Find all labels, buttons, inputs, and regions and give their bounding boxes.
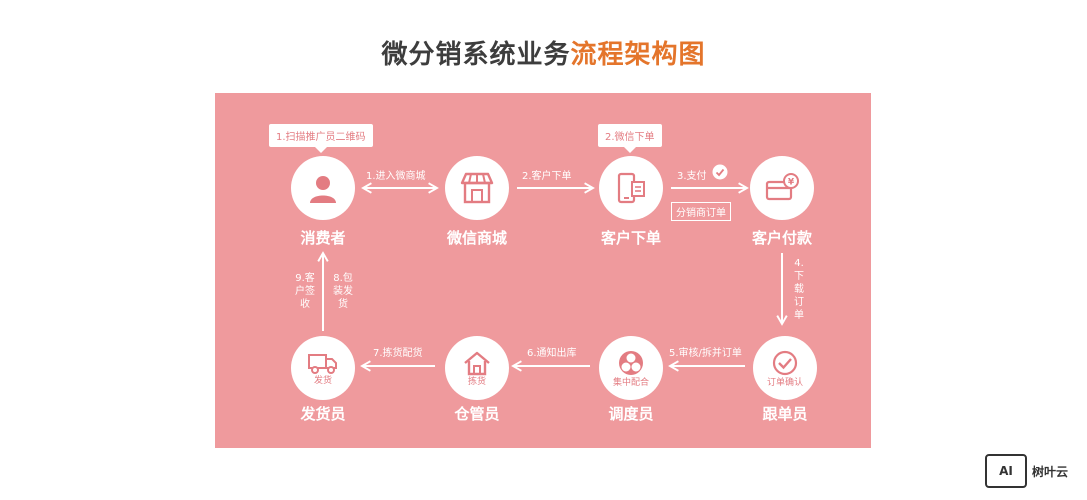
logo-brand: 树叶云 (1032, 464, 1069, 479)
house-icon (464, 351, 490, 375)
edge-label-8: 8.包装发货 (333, 273, 353, 310)
node-consumer (291, 156, 355, 220)
user-icon (310, 176, 336, 203)
label-shipper: 发货员 (300, 405, 346, 423)
node-dispatch-sub: 集中配合 (612, 377, 649, 388)
truck-icon (308, 353, 337, 374)
node-order (599, 156, 663, 220)
node-shipper: 发货 (291, 336, 355, 400)
edge-label-6: 6.通知出库 (527, 348, 577, 359)
edge-label-4: 4.下载订单 (794, 258, 804, 321)
edge-label-1: 1.进入微商城 (366, 171, 426, 182)
node-warehouse-sub: 拣货 (467, 376, 486, 387)
logo-box: AI (985, 454, 1027, 488)
flow-arrows (317, 182, 788, 372)
svg-text:¥: ¥ (788, 178, 795, 188)
node-follow-sub: 订单确认 (766, 377, 803, 388)
checkmark-icon (772, 350, 798, 375)
label-order: 客户下单 (600, 229, 661, 247)
node-follow: 订单确认 (753, 336, 817, 400)
brand-logo: AI 树叶云 (985, 454, 1068, 488)
label-mall: 微信商城 (446, 229, 507, 247)
edge-label-7: 7.拣货配货 (373, 348, 423, 359)
edge-label-2: 2.客户下单 (522, 171, 572, 182)
label-warehouse: 仓管员 (454, 405, 500, 423)
label-follow: 跟单员 (762, 405, 808, 423)
distributor-order-tag: 分销商订单 (671, 202, 731, 221)
page-title-highlight: 流程架构图 (570, 40, 706, 70)
cooperation-icon (619, 350, 643, 375)
node-warehouse: 拣货 (445, 336, 509, 400)
edge-label-9: 9.客户签收 (295, 273, 315, 310)
store-icon (460, 172, 494, 204)
payment-card-icon: ¥ (765, 173, 799, 201)
node-shipper-sub: 发货 (313, 375, 332, 386)
wechat-pay-icon (712, 164, 728, 180)
node-pay: ¥ (750, 156, 814, 220)
callout-wechat-order: 2.微信下单 (598, 124, 662, 153)
edge-label-5: 5.审核/拆并订单 (669, 348, 742, 359)
label-pay: 客户付款 (751, 229, 812, 247)
phone-order-icon (617, 172, 645, 204)
node-dispatch: 集中配合 (599, 336, 663, 400)
callout-scan-qr: 1.扫描推广员二维码 (269, 124, 373, 153)
label-consumer: 消费者 (300, 229, 346, 247)
page-title: 微分销系统业务流程架构图 (381, 40, 706, 70)
label-dispatch: 调度员 (608, 405, 654, 423)
node-mall (445, 156, 509, 220)
edge-label-3: 3.支付 (677, 171, 707, 182)
